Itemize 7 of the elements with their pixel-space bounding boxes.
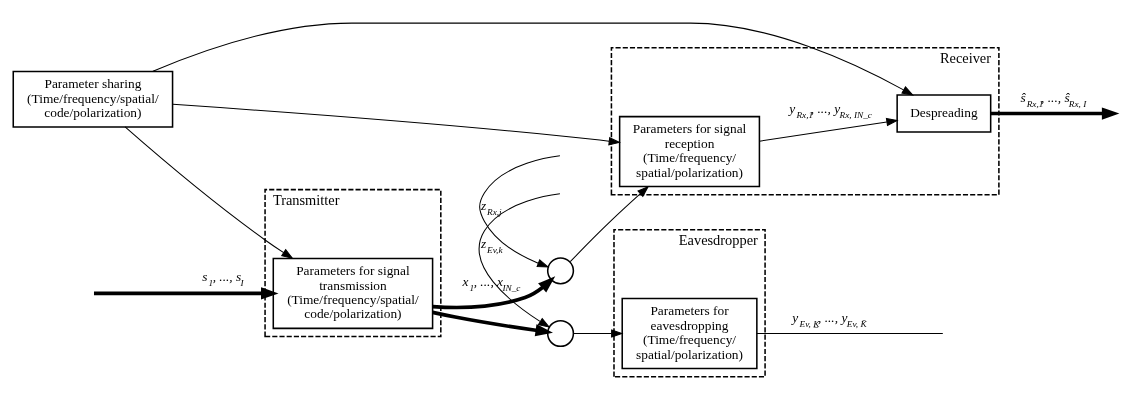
- edge-label: y$_{Ev, K̲}$, ..., y$_{Ev, K̄}$: [792, 309, 867, 329]
- edge-label: s$_{1}$, ..., s$_{I}$: [202, 268, 244, 288]
- edge-label: y$_{Rx,1}$, ..., y$_{Rx, IN_c}$: [789, 100, 872, 120]
- edge-label: z$_{Rx,j}$: [480, 197, 502, 217]
- edge-label: x$_{1}$, ..., x$_{IN_c}$: [462, 273, 521, 293]
- edge-label: z$_{Ev,k}$: [480, 235, 503, 255]
- edge-label: ŝ$_{Rx,1}$, ..., ŝ$_{Rx, I}$: [1020, 89, 1087, 109]
